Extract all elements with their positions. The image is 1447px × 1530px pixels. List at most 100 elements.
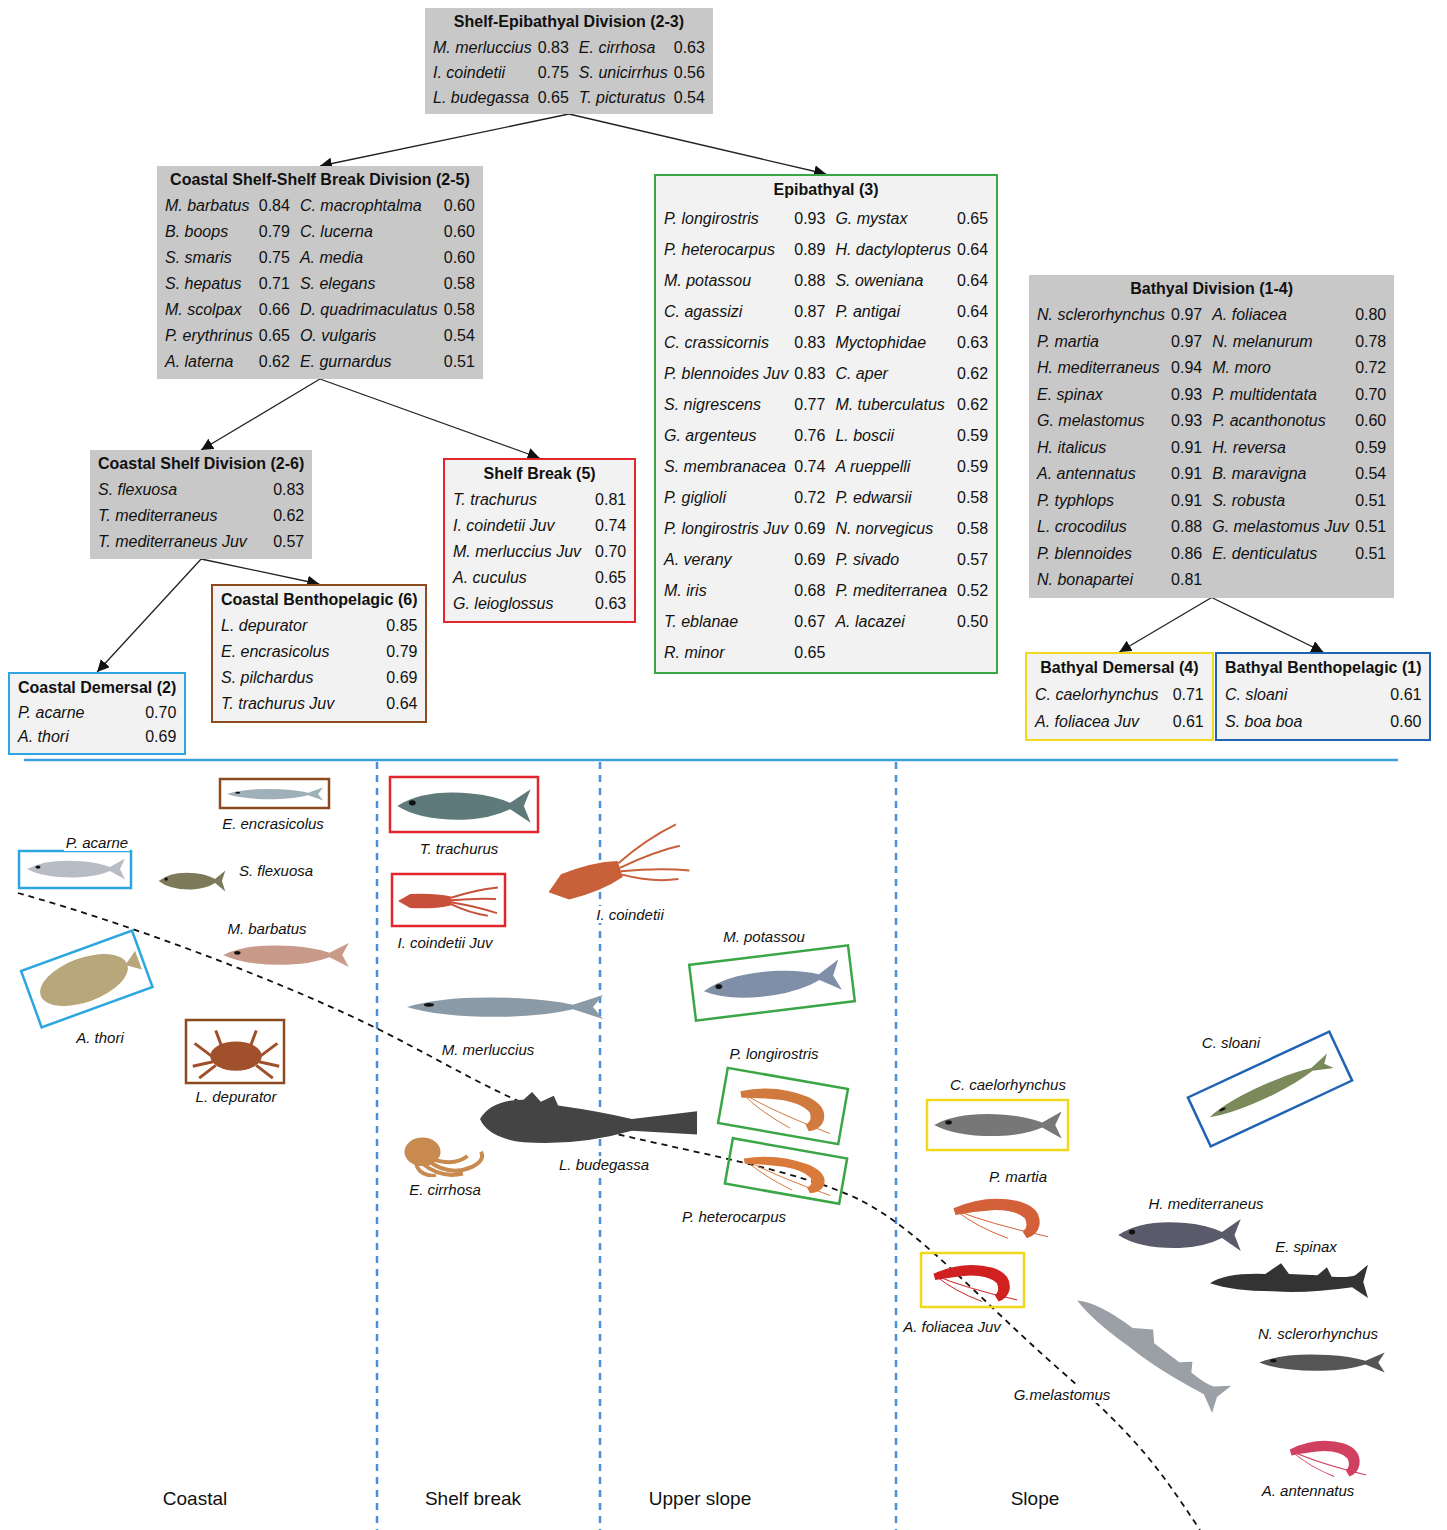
species-name: T. mediterraneus <box>98 507 259 525</box>
indicator-value: 0.93 <box>794 210 825 228</box>
indicator-value: 0.60 <box>444 223 475 241</box>
species-label: M. barbatus <box>225 920 308 937</box>
species-name: C. crassicornis <box>664 334 788 352</box>
species-name: C. caelorhynchus <box>1035 686 1159 704</box>
species-name: P. typhlops <box>1037 492 1165 510</box>
indicator-value: 0.59 <box>957 458 988 476</box>
indicator-value: 0.56 <box>674 64 705 82</box>
species-name: P. edwarsii <box>831 489 951 507</box>
indicator-value: 0.51 <box>1355 492 1386 510</box>
species-name: Myctophidae <box>831 334 951 352</box>
indicator-value: 0.69 <box>794 520 825 538</box>
species-name: P. longirostris <box>664 210 788 228</box>
indicator-value: 0.88 <box>1171 518 1202 536</box>
cluster-box: Coastal Demersal (2)P. acarne0.70A. thor… <box>8 672 186 755</box>
indicator-value: 0.65 <box>957 210 988 228</box>
species-name: P. martia <box>1037 333 1165 351</box>
indicator-value: 0.66 <box>259 301 290 319</box>
value-table: T. trachurus0.81I. coindetii Juv0.74M. m… <box>453 487 626 617</box>
indicator-value: 0.70 <box>595 543 626 561</box>
cluster-heading: Shelf-Epibathyal Division (2-3) <box>433 11 705 33</box>
indicator-value: 0.69 <box>145 728 176 746</box>
indicator-value: 0.74 <box>794 458 825 476</box>
species-name: P. blennoides Juv <box>664 365 788 383</box>
indicator-value: 0.69 <box>386 669 417 687</box>
value-table: C. sloani0.61S. boa boa0.60 <box>1225 681 1421 735</box>
indicator-value: 0.70 <box>1355 386 1386 404</box>
indicator-value: 0.65 <box>794 644 825 662</box>
indicator-value: 0.63 <box>957 334 988 352</box>
indicator-value: 0.67 <box>794 613 825 631</box>
species-name: N. norvegicus <box>831 520 951 538</box>
species-label: N. sclerorhynchus <box>1256 1325 1380 1342</box>
value-table: C. caelorhynchus0.71A. foliacea Juv0.61 <box>1035 681 1204 735</box>
indicator-value: 0.77 <box>794 396 825 414</box>
species-name: P. multidentata <box>1208 386 1349 404</box>
indicator-value: 0.91 <box>1171 439 1202 457</box>
indicator-value: 0.63 <box>595 595 626 613</box>
species-name: S. boa boa <box>1225 713 1376 731</box>
indicator-value: 0.79 <box>259 223 290 241</box>
cluster-heading: Shelf Break (5) <box>453 463 626 485</box>
tree-connector <box>569 114 826 174</box>
species-name: S. robusta <box>1208 492 1349 510</box>
species-name: M. moro <box>1208 359 1349 377</box>
species-name: R. minor <box>664 644 788 662</box>
indicator-value: 0.84 <box>259 197 290 215</box>
value-table: M. merluccius0.83E. cirrhosa0.63I. coind… <box>433 35 705 110</box>
species-name: L. boscii <box>831 427 951 445</box>
indicator-value: 0.71 <box>259 275 290 293</box>
indicator-value: 0.70 <box>145 704 176 722</box>
indicator-value: 0.91 <box>1171 492 1202 510</box>
indicator-value: 0.93 <box>1171 386 1202 404</box>
species-name: P. erythrinus <box>165 327 253 345</box>
indicator-value: 0.51 <box>1355 518 1386 536</box>
species-name: A. cuculus <box>453 569 581 587</box>
indicator-value: 0.71 <box>1173 686 1204 704</box>
tree-connector <box>97 559 201 672</box>
indicator-value: 0.60 <box>1355 412 1386 430</box>
zone-label: Slope <box>1009 1488 1062 1510</box>
cluster-heading: Bathyal Division (1-4) <box>1037 278 1386 300</box>
cluster-heading: Bathyal Benthopelagic (1) <box>1225 657 1421 679</box>
indicator-value: 0.57 <box>273 533 304 551</box>
indicator-value: 0.60 <box>444 197 475 215</box>
indicator-value: 0.80 <box>1355 306 1386 324</box>
species-name: S. pilchardus <box>221 669 372 687</box>
indicator-value: 0.72 <box>1355 359 1386 377</box>
indicator-value: 0.64 <box>386 695 417 713</box>
indicator-value: 0.76 <box>794 427 825 445</box>
species-name: N. sclerorhynchus <box>1037 306 1165 324</box>
species-name: M. potassou <box>664 272 788 290</box>
indicator-value: 0.83 <box>794 334 825 352</box>
cluster-heading: Coastal Benthopelagic (6) <box>221 589 417 611</box>
species-label: M. merluccius <box>440 1041 537 1058</box>
species-name: M. merluccius <box>433 39 532 57</box>
species-name: E. encrasicolus <box>221 643 372 661</box>
species-name: L. crocodilus <box>1037 518 1165 536</box>
value-table: L. depurator0.85E. encrasicolus0.79S. pi… <box>221 613 417 717</box>
cluster-heading: Coastal Shelf-Shelf Break Division (2-5) <box>165 169 475 191</box>
species-label: G.melastomus <box>1012 1386 1113 1403</box>
indicator-value: 0.58 <box>444 275 475 293</box>
indicator-value: 0.63 <box>674 39 705 57</box>
indicator-value: 0.65 <box>595 569 626 587</box>
indicator-value: 0.93 <box>1171 412 1202 430</box>
cluster-box: Epibathyal (3)P. longirostris0.93G. myst… <box>654 174 998 674</box>
species-name: A. media <box>296 249 438 267</box>
indicator-value: 0.89 <box>794 241 825 259</box>
species-name: T. trachurus Juv <box>221 695 372 713</box>
species-name: A. verany <box>664 551 788 569</box>
species-name: O. vulgaris <box>296 327 438 345</box>
indicator-value: 0.58 <box>957 520 988 538</box>
species-name: P. acanthonotus <box>1208 412 1349 430</box>
species-name: M. scolpax <box>165 301 253 319</box>
species-name: S. membranacea <box>664 458 788 476</box>
species-name: L. depurator <box>221 617 372 635</box>
tree-connector <box>201 379 320 450</box>
species-label: P. heterocarpus <box>680 1208 788 1225</box>
species-name: S. unicirrhus <box>575 64 668 82</box>
species-name: I. coindetii Juv <box>453 517 581 535</box>
indicator-value: 0.81 <box>595 491 626 509</box>
species-name: P. heterocarpus <box>664 241 788 259</box>
